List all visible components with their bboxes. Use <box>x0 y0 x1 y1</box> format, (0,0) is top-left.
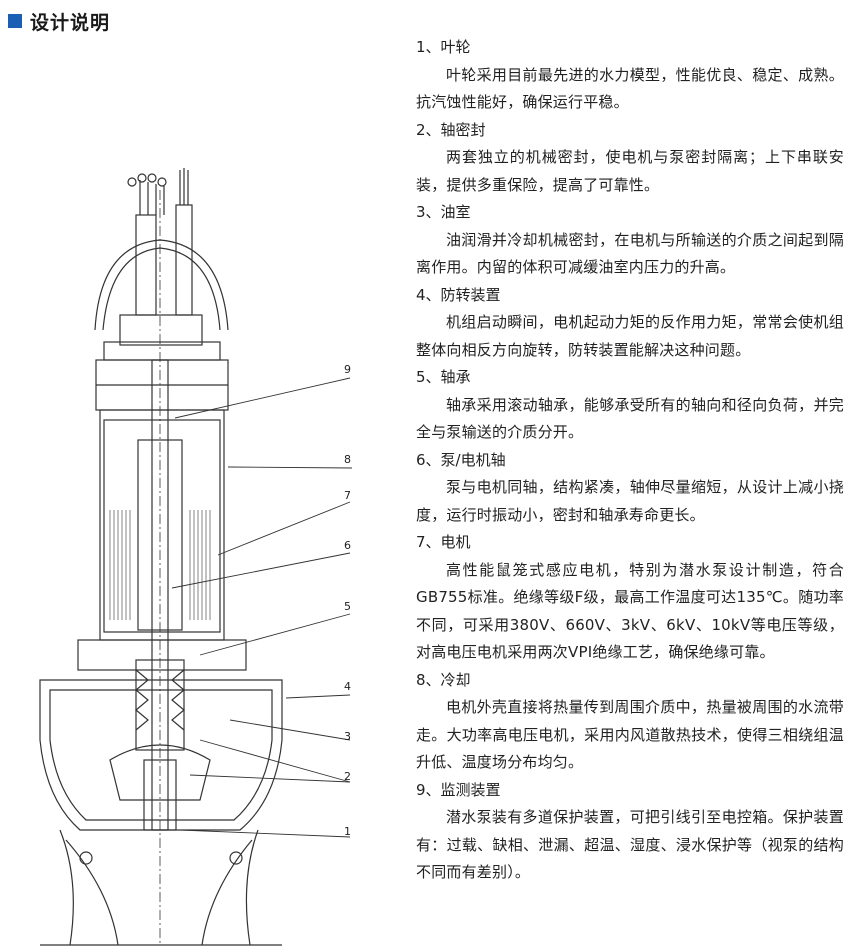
section-cooling: 8、冷却 电机外壳直接将热量传到周围介质中，热量被周围的水流带走。大功率高电压电… <box>416 667 844 777</box>
callout-2: 2 <box>344 770 351 783</box>
section-body: 泵与电机同轴，结构紧凑，轴伸尽量缩短，从设计上减小挠度，运行时振动小，密封和轴承… <box>416 478 844 524</box>
section-impeller: 1、叶轮 叶轮采用目前最先进的水力模型，性能优良、稳定、成熟。抗汽蚀性能好，确保… <box>416 34 844 117</box>
section-monitoring: 9、监测装置 潜水泵装有多道保护装置，可把引线引至电控箱。保护装置有：过载、缺相… <box>416 777 844 887</box>
section-body: 叶轮采用目前最先进的水力模型，性能优良、稳定、成熟。抗汽蚀性能好，确保运行平稳。 <box>416 65 844 112</box>
section-body: 油润滑并冷却机械密封，在电机与所输送的介质之间起到隔离作用。内留的体积可减缓油室… <box>416 230 844 277</box>
section-shaft-seal: 2、轴密封 两套独立的机械密封，使电机与泵密封隔离；上下串联安装，提供多重保险，… <box>416 117 844 200</box>
section-bearing: 5、轴承 轴承采用滚动轴承，能够承受所有的轴向和径向负荷，并完全与泵输送的介质分… <box>416 364 844 447</box>
pump-cross-section-diagram: 9 8 7 6 5 4 3 2 1 <box>39 168 353 946</box>
callout-8: 8 <box>344 453 351 466</box>
section-body: 潜水泵装有多道保护装置，可把引线引至电控箱。保护装置有：过载、缺相、泄漏、超温、… <box>416 808 844 881</box>
section-body: 高性能鼠笼式感应电机，特别为潜水泵设计制造，符合GB755标准。绝缘等级F级，最… <box>416 560 844 662</box>
section-body: 机组启动瞬间，电机起动力矩的反作用力矩，常常会使机组整体向相反方向旋转，防转装置… <box>416 313 844 359</box>
section-title: 3、油室 <box>416 203 471 221</box>
callout-9: 9 <box>344 363 351 376</box>
callout-1: 1 <box>344 825 351 838</box>
section-title: 1、叶轮 <box>416 38 471 56</box>
section-motor: 7、电机 高性能鼠笼式感应电机，特别为潜水泵设计制造，符合GB755标准。绝缘等… <box>416 529 844 667</box>
section-title: 8、冷却 <box>416 670 471 689</box>
section-title: 6、泵/电机轴 <box>416 450 506 469</box>
section-header: 设计说明 <box>8 8 110 34</box>
section-body: 电机外壳直接将热量传到周围介质中，热量被周围的水流带走。大功率高电压电机，采用内… <box>416 698 844 771</box>
callout-7: 7 <box>344 489 351 502</box>
section-body: 两套独立的机械密封，使电机与泵密封隔离；上下串联安装，提供多重保险，提高了可靠性… <box>416 148 844 194</box>
section-title: 4、防转装置 <box>416 285 501 304</box>
blue-square-icon <box>8 14 22 28</box>
section-body: 轴承采用滚动轴承，能够承受所有的轴向和径向负荷，并完全与泵输送的介质分开。 <box>416 395 844 442</box>
section-oil-chamber: 3、油室 油润滑并冷却机械密封，在电机与所输送的介质之间起到隔离作用。内留的体积… <box>416 199 844 282</box>
callout-6: 6 <box>344 539 351 552</box>
callout-5: 5 <box>344 600 351 613</box>
section-title: 5、轴承 <box>416 368 471 386</box>
callout-3: 3 <box>344 730 351 743</box>
design-notes: 1、叶轮 叶轮采用目前最先进的水力模型，性能优良、稳定、成熟。抗汽蚀性能好，确保… <box>416 34 844 887</box>
section-title: 7、电机 <box>416 533 471 551</box>
page-title: 设计说明 <box>30 11 111 34</box>
callout-4: 4 <box>344 680 351 693</box>
section-anti-rotation: 4、防转装置 机组启动瞬间，电机起动力矩的反作用力矩，常常会使机组整体向相反方向… <box>416 282 844 365</box>
section-title: 9、监测装置 <box>416 780 501 799</box>
section-pump-motor-shaft: 6、泵/电机轴 泵与电机同轴，结构紧凑，轴伸尽量缩短，从设计上减小挠度，运行时振… <box>416 447 844 530</box>
section-title: 2、轴密封 <box>416 120 486 139</box>
